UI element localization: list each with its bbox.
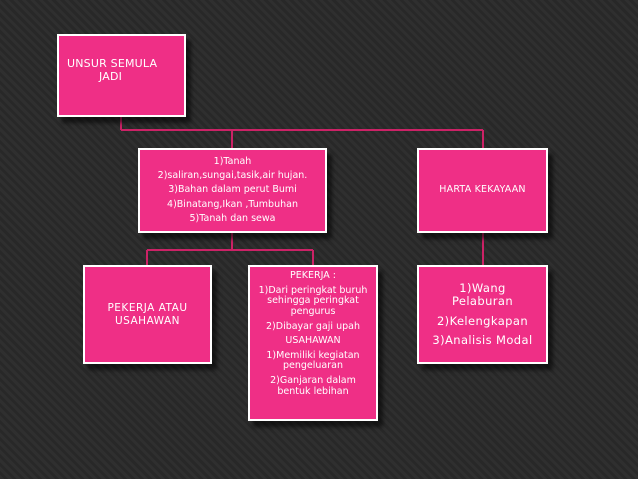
worker-line-3: sehingga peringkat — [267, 295, 359, 307]
capital-line-4: 3)Analisis Modal — [432, 332, 533, 347]
capital-line-3: 2)Kelengkapan — [436, 313, 529, 328]
capital-line-1: 1)Wang — [459, 281, 506, 296]
worker-line-4: pengurus — [290, 305, 336, 317]
node-root-line-2: JADI — [99, 69, 123, 83]
worker-line-9: 2)Ganjaran dalam — [270, 375, 356, 386]
resources-item-2: 2)saliran,sungai,tasik,air hujan. — [157, 170, 308, 182]
resources-item-3: 3)Bahan dalam perut Bumi — [168, 184, 297, 196]
wealth-label: HARTA KEKAYAAN — [439, 184, 526, 196]
resources-item-1: 1)Tanah — [213, 155, 252, 167]
worker-line-2: 1)Dari peringkat buruh — [258, 284, 368, 296]
worker-line-10: bentuk lebihan — [277, 385, 349, 397]
worker-line-6: USAHAWAN — [285, 335, 341, 347]
entrepreneur-line-1: PEKERJA ATAU — [107, 302, 188, 315]
worker-line-5: 2)Dibayar gaji upah — [266, 320, 360, 332]
resources-item-4: 4)Binatang,Ikan ,Tumbuhan — [167, 198, 298, 210]
capital-line-2: Pelaburan — [451, 294, 514, 309]
node-unsur-semula-jadi: UNSUR SEMULA JADI — [57, 34, 186, 117]
node-pekerja-details: PEKERJA : 1)Dari peringkat buruh sehingg… — [248, 265, 378, 421]
resources-item-5: 5)Tanah dan sewa — [189, 212, 276, 224]
node-root-line-1: UNSUR SEMULA — [67, 57, 158, 70]
node-harta-kekayaan: HARTA KEKAYAAN — [417, 148, 548, 233]
worker-line-1: PEKERJA : — [290, 270, 336, 281]
node-resources-list: 1)Tanah 2)saliran,sungai,tasik,air hujan… — [138, 148, 327, 233]
worker-line-8: pengeluaran — [282, 360, 343, 372]
entrepreneur-line-2: USAHAWAN — [114, 314, 181, 327]
worker-line-7: 1)Memiliki kegiatan — [266, 349, 360, 361]
node-pekerja-atau-usahawan: PEKERJA ATAU USAHAWAN — [83, 265, 212, 364]
node-capital-list: 1)Wang Pelaburan 2)Kelengkapan 3)Analisi… — [417, 265, 548, 364]
